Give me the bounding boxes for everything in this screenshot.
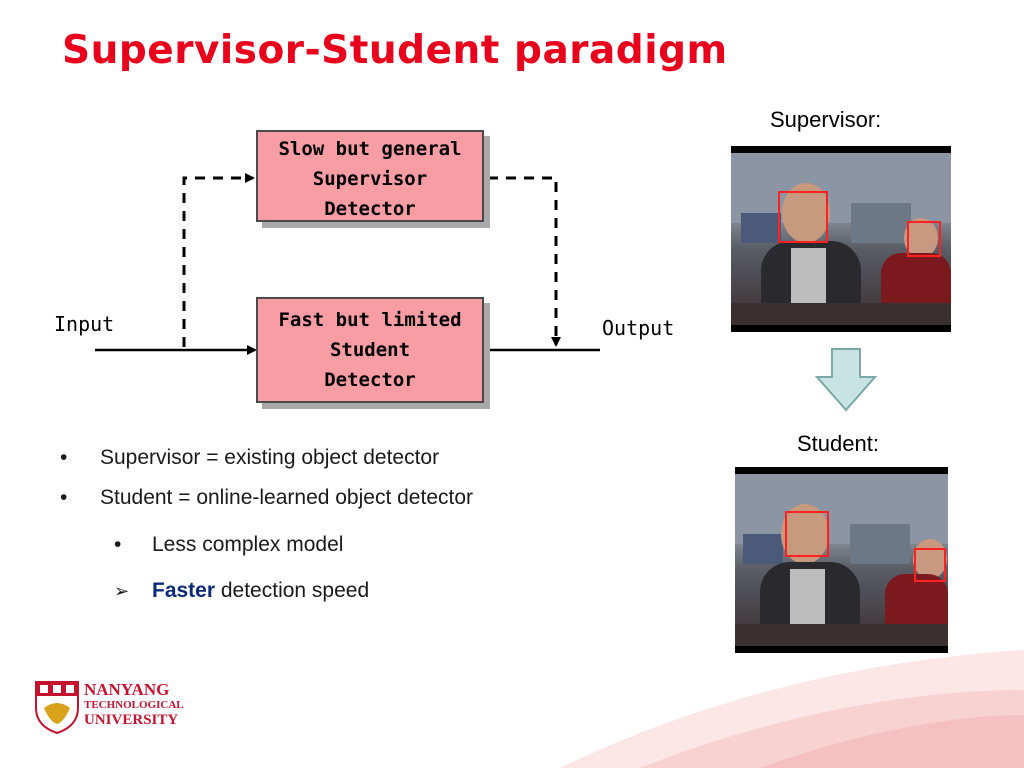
photo-scene <box>735 474 948 646</box>
faster-bold: Faster <box>152 579 216 602</box>
bullet-dot: • <box>60 486 68 509</box>
student-box-line-3: Detector <box>324 369 416 391</box>
bullet-less-complex: Less complex model <box>152 533 344 556</box>
supervisor-detector-box: Slow but general Supervisor Detector <box>256 130 484 222</box>
logo-line-1: NANYANG <box>84 680 170 699</box>
down-arrow-icon <box>814 348 878 412</box>
page-title: Supervisor-Student paradigm <box>62 28 728 73</box>
supervisor-output-dashed <box>488 176 561 347</box>
supervisor-side-label: Supervisor: <box>770 107 882 132</box>
supervisor-output-photo <box>731 146 951 332</box>
student-side-label: Student: <box>797 431 879 456</box>
face-detection-box <box>914 548 946 582</box>
logo-line-2: TECHNOLOGICAL <box>84 699 184 711</box>
student-output-photo <box>735 467 948 653</box>
face-detection-box <box>785 511 829 557</box>
supervisor-box-line-3: Detector <box>324 198 416 220</box>
logo-line-3: UNIVERSITY <box>84 712 179 728</box>
output-label: Output <box>602 316 675 340</box>
face-detection-box <box>778 191 828 243</box>
bullet-dot: • <box>114 533 122 556</box>
student-box-line-2: Student <box>329 339 411 361</box>
arrow-bullet-icon: ➢ <box>114 581 130 601</box>
supervisor-box-line-1: Slow but general <box>278 138 462 160</box>
student-box-line-1: Fast but limited <box>278 309 462 331</box>
input-label: Input <box>54 312 115 336</box>
bullet-dot: • <box>60 446 68 469</box>
photo-scene <box>731 153 951 325</box>
face-detection-box <box>907 221 941 257</box>
ntu-crest-icon <box>35 681 79 734</box>
university-logo: NANYANG TECHNOLOGICAL UNIVERSITY <box>34 678 194 734</box>
bullet-supervisor: Supervisor = existing object detector <box>100 446 440 469</box>
bullet-student: Student = online-learned object detector <box>100 486 474 509</box>
supervisor-input-dashed <box>182 173 255 347</box>
faster-rest: detection speed <box>215 579 370 602</box>
bullet-faster: Faster detection speed <box>152 579 369 603</box>
student-detector-box: Fast but limited Student Detector <box>256 297 484 403</box>
supervisor-box-line-2: Supervisor <box>312 168 428 190</box>
